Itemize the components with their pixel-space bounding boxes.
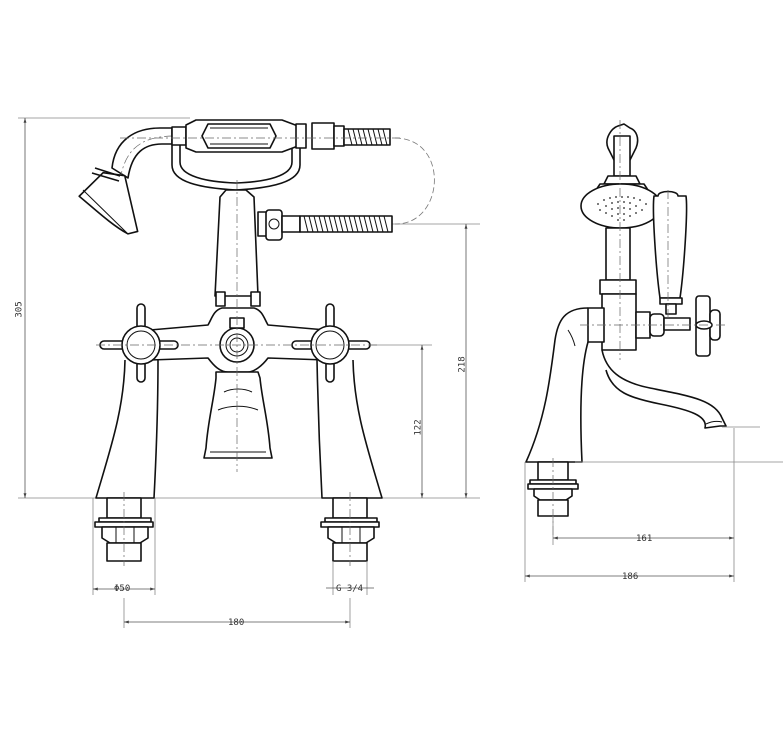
- dim-label-spout-reach: 161: [636, 534, 653, 544]
- handset: [78, 119, 400, 235]
- spray-holes: [597, 196, 647, 221]
- dim-label-hose-outlet-height: 218: [457, 356, 468, 373]
- right-cross-handle: [291, 303, 371, 383]
- hose-loop: [394, 137, 435, 225]
- left-cross-handle: [99, 303, 179, 383]
- dim-label-overall-depth: 186: [622, 572, 639, 582]
- dim-label-base-diameter: Φ50: [114, 584, 131, 594]
- column: [214, 189, 393, 307]
- side-view: [524, 120, 783, 582]
- dim-label-centers: 180: [228, 618, 245, 628]
- front-view: [18, 117, 480, 628]
- side-shower-head: [580, 183, 662, 229]
- right-tail: [320, 492, 380, 566]
- dim-label-handle-height: 122: [413, 419, 424, 436]
- hose-top: [343, 128, 391, 146]
- side-cross-handle: [695, 295, 721, 357]
- dim-label-overall-height: 305: [14, 301, 25, 318]
- mixer-body: [95, 180, 383, 499]
- side-tail: [527, 458, 579, 536]
- dim-label-thread: G 3/4: [336, 584, 364, 594]
- left-tail: [94, 492, 154, 566]
